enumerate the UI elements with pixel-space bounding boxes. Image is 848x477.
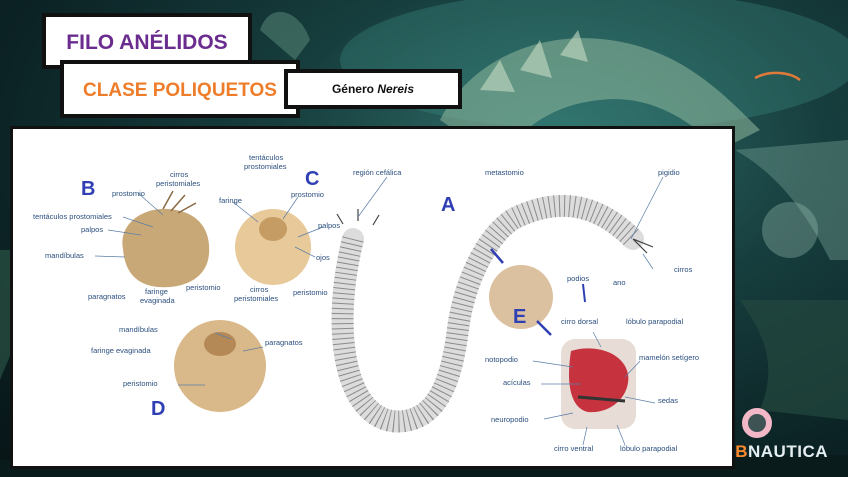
class-title-box: CLASE POLIQUETOS <box>60 60 300 118</box>
figure-letter-d: D <box>151 399 165 419</box>
label-d-peristomio: peristomio <box>123 380 158 388</box>
label-a-metastomio: metastomio <box>485 169 524 177</box>
label-a-region-cefalica: región cefálica <box>353 169 401 177</box>
label-e-mamelon-setigero: mamelón setígero <box>639 354 699 362</box>
label-a-podios: podios <box>567 275 589 283</box>
genus-title-box: Género Nereis <box>284 69 462 109</box>
label-b-peristomio: peristomio <box>186 284 221 292</box>
genus-name: Nereis <box>377 82 414 96</box>
label-c-faringe: faringe <box>219 197 242 205</box>
label-b-tentaculos: tentáculos prostomiales <box>33 213 112 221</box>
brand-rest: NAUTICA <box>748 442 828 461</box>
label-a-ano: ano <box>613 279 626 287</box>
label-e-notopodio: notopodio <box>485 356 518 364</box>
label-b-faringe: faringe <box>145 288 168 296</box>
label-e-lobulo-parapodial-bottom: lóbulo parapodial <box>620 445 677 453</box>
genus-prefix: Género <box>332 82 377 96</box>
label-b-palpos: palpos <box>81 226 103 234</box>
label-e-sedas: sedas <box>658 397 678 405</box>
phylum-title: FILO ANÉLIDOS <box>46 31 248 55</box>
label-e-neuropodio: neuropodio <box>491 416 529 424</box>
label-a-pigidio: pigidio <box>658 169 680 177</box>
label-b-evaginada: evaginada <box>140 297 175 305</box>
label-a-cirros: cirros <box>674 266 692 274</box>
label-d-faringe: faringe evaginada <box>91 347 151 355</box>
genus-title: Género Nereis <box>288 82 458 96</box>
figure-letter-a: A <box>441 195 455 215</box>
label-c-tentaculos: tentáculos <box>249 154 283 162</box>
label-b-peristomiales: peristomiales <box>156 180 200 188</box>
label-b-cirros: cirros <box>170 171 188 179</box>
label-b-paragnatos: paragnatos <box>88 293 126 301</box>
brand-first-letter: B <box>735 442 748 461</box>
label-c-ojos: ojos <box>316 254 330 262</box>
anatomy-figure-panel: B C D A E cirros peristomiales prostomio… <box>10 126 735 469</box>
class-title: CLASE POLIQUETOS <box>64 80 296 102</box>
label-c-prostomiales: prostomiales <box>244 163 287 171</box>
figure-letter-b: B <box>81 179 95 199</box>
label-d-mandibulas: mandíbulas <box>119 326 158 334</box>
label-e-aciculas: acículas <box>503 379 531 387</box>
label-e-lobulo-parapodial-top: lóbulo parapodial <box>626 318 683 326</box>
brand-ring-logo <box>742 408 772 438</box>
label-c-palpos: palpos <box>318 222 340 230</box>
figure-letter-c: C <box>305 169 319 189</box>
label-c-prostomio: prostomio <box>291 191 324 199</box>
figure-letter-e: E <box>513 307 526 327</box>
brand-logo: BNAUTICA <box>735 442 828 462</box>
label-b-prostomio: prostomio <box>112 190 145 198</box>
label-c-peristomio: peristomio <box>293 289 328 297</box>
label-b-mandibulas: mandíbulas <box>45 252 84 260</box>
label-c-peristomiales: peristomiales <box>234 295 278 303</box>
label-e-cirro-dorsal: cirro dorsal <box>561 318 598 326</box>
label-c-cirros: cirros <box>250 286 268 294</box>
label-e-cirro-ventral: cirro ventral <box>554 445 593 453</box>
label-d-paragnatos: paragnatos <box>265 339 303 347</box>
